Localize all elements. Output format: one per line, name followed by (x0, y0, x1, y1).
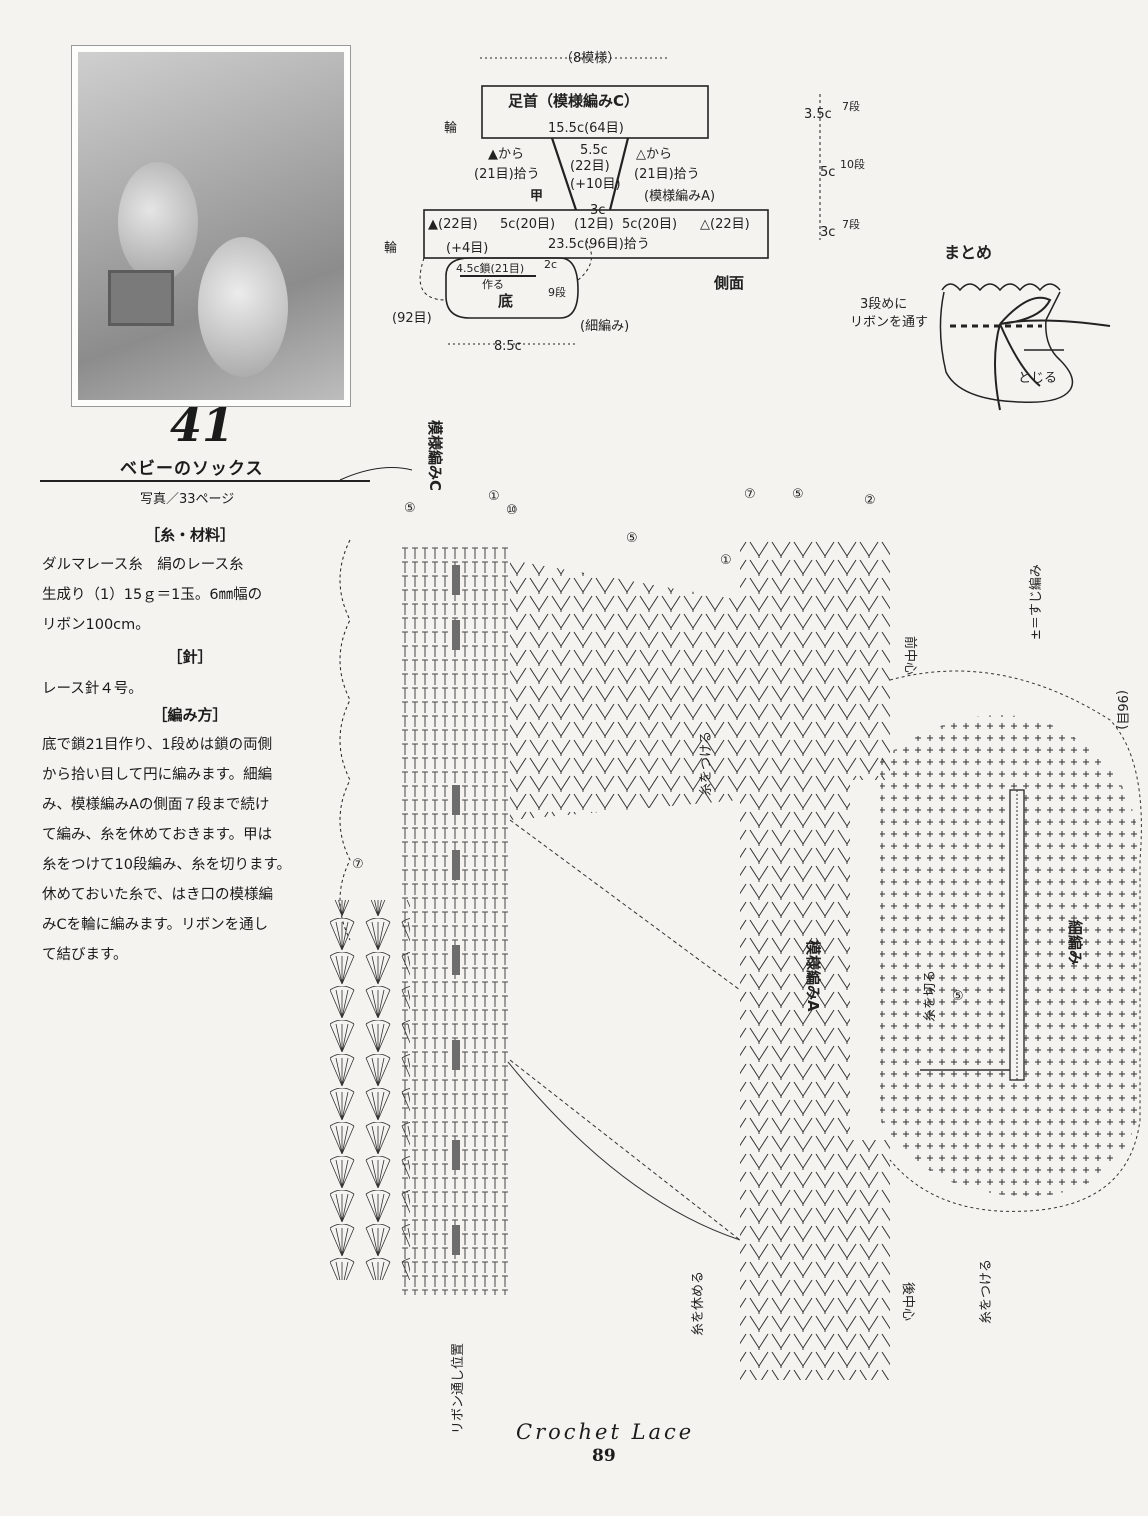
plus10-label: (+10目) (570, 177, 621, 192)
stitches-96-label: (96目) (1114, 690, 1129, 730)
height1-rows-label: 7段 (842, 99, 860, 113)
height3-rows-label: 7段 (842, 217, 860, 231)
ribbon-label-2: リボンを通す (850, 315, 928, 330)
make-label: 作る (482, 278, 504, 291)
ankle-width-label: 15.5c(64目) (548, 121, 624, 136)
chart-label-sc: 細編み (1066, 920, 1084, 965)
chart-label-c: 模様編みC (426, 420, 444, 491)
finishing-labels: まとめ 3段めに リボンを通す とじる (850, 243, 1057, 386)
ribbon-position-label: リボン通し位置 (451, 1343, 466, 1434)
schematic-labels: （8模様） 足首（模様編みC） 15.5c(64目) 輪 ▲から (21目)拾う… (384, 51, 865, 354)
chain-label: 4.5c鎖(21目) (456, 261, 524, 275)
left-pick-label: ▲から (488, 147, 524, 162)
row-marker-1: ① (720, 553, 732, 568)
sock-schematic (419, 57, 821, 345)
method-line: から拾い目して円に編みます。細編 (42, 767, 273, 783)
single-crochet-label: (細編み) (580, 318, 629, 334)
ring-label: 輪 (444, 120, 457, 136)
materials-text: ダルマレース糸 絹のレース糸 生成り（1）15ｇ＝1玉。6㎜幅の リボン100c… (42, 550, 362, 640)
sole-height-label: 2c (544, 258, 557, 271)
pattern-title: ベビーのソックス (120, 459, 264, 479)
row-marker-7: ⑦ (352, 857, 364, 872)
right-pick-label: △から (636, 147, 672, 162)
materials-heading: ［糸・材料］ (144, 526, 235, 544)
magazine-name: Crochet Lace (516, 1420, 695, 1444)
side-label: 側面 (713, 274, 744, 292)
row-marker-5: ⑤ (626, 531, 638, 546)
materials-line: ダルマレース糸 絹のレース糸 (42, 557, 244, 573)
method-line: 底で鎖21目作り、1段めは鎖の両側 (42, 737, 273, 753)
method-text: 底で鎖21目作り、1段めは鎖の両側 から拾い目して円に編みます。細編 み、模様編… (42, 730, 362, 970)
instep-label: 甲 (530, 189, 543, 204)
method-heading: ［編み方］ (152, 706, 228, 724)
needle-text: レース針４号。 (42, 681, 143, 697)
box-image (108, 270, 174, 326)
ribbon-label-1: 3段めに (860, 297, 907, 312)
sock-image-left (118, 162, 198, 282)
pattern-repeat-label: （8模様） (560, 51, 620, 66)
row-label-4: △(22目) (700, 217, 750, 232)
product-photo (72, 46, 350, 406)
method-line: て結びます。 (42, 947, 128, 963)
row-label-1: 5c(20目) (500, 217, 555, 232)
row-marker-5b: ⑤ (792, 487, 804, 502)
attach-yarn-label-2: 糸をつける (979, 1259, 994, 1324)
sole-rows-label: 9段 (548, 285, 566, 299)
cut-yarn-label: 糸を切る (923, 970, 938, 1022)
ankle-title: 足首（模様編みC） (508, 92, 639, 110)
close-label: とじる (1018, 371, 1057, 386)
sole-stitches-label: (92目) (392, 311, 432, 326)
sock-image-right (198, 237, 288, 377)
row-marker-2: ② (864, 493, 876, 508)
needle-heading: ［針］ (167, 648, 213, 666)
plus4-label: (+4目) (446, 241, 488, 256)
legend-label: ±＝すじ編み (1028, 564, 1044, 640)
center-stitches-label: (22目) (570, 159, 610, 174)
row-label-0: ▲(22目) (428, 217, 478, 232)
side-width-label: 23.5c(96目)拾う (548, 237, 650, 252)
height2-label: 5c (820, 165, 835, 180)
chart-label-a: 模様編みA (804, 940, 822, 1012)
attach-yarn-label: 糸をつける (699, 731, 714, 796)
row-marker-5-sole: ⑤ (952, 989, 964, 1004)
left-pick2-label: (21目)拾う (474, 167, 540, 182)
depth3-label: 3c (590, 203, 605, 218)
method-line: 糸をつけて10段編み、糸を切ります。 (42, 857, 291, 873)
row-label-2: (12目) (574, 217, 614, 232)
height3-label: 3c (820, 225, 835, 240)
method-line: 休めておいた糸で、はき口の模様編 (42, 887, 273, 903)
method-line: み、模様編みAの側面７段まで続け (42, 797, 270, 813)
crochet-chart (330, 467, 1142, 1380)
height1-label: 3.5c (804, 107, 832, 122)
row-marker-10-top: ⑩ (506, 503, 518, 518)
sole-width-label: 8.5c (494, 339, 522, 354)
row-marker-1-top: ① (488, 489, 500, 504)
finishing-sketch (939, 283, 1111, 411)
chart-labels: 模様編みC 模様編みA 細編み ⑤ ① ⑩ ⑤ ⑦ ① ② ⑦ ⑤ 前中心 後中… (352, 420, 1129, 1434)
page-number: 89 (592, 1446, 616, 1466)
method-line: て編み、糸を休めておきます。甲は (42, 827, 273, 843)
row-label-3: 5c(20目) (622, 217, 677, 232)
photo-reference: 写真／33ページ (140, 492, 235, 507)
method-line: みCを輪に編みます。リボンを通し (42, 917, 269, 933)
sole-label: 底 (498, 292, 513, 310)
right-pick2-label: (21目)拾う (634, 167, 700, 182)
front-center-label: 前中心 (902, 636, 918, 675)
row-marker-5-top: ⑤ (404, 501, 416, 516)
ring-label-2: 輪 (384, 240, 397, 256)
back-center-label: 後中心 (900, 1282, 915, 1321)
height2-rows-label: 10段 (840, 157, 865, 171)
title-divider (40, 480, 370, 482)
pattern-a-label: (模様編みA) (644, 188, 715, 204)
materials-line: リボン100cm。 (42, 617, 150, 633)
finish-title: まとめ (944, 243, 992, 262)
materials-line: 生成り（1）15ｇ＝1玉。6㎜幅の (42, 587, 263, 603)
row-marker-7b: ⑦ (744, 487, 756, 502)
pattern-number: 41 (170, 398, 235, 452)
rest-yarn-label: 糸を休める (691, 1271, 706, 1336)
center-width-label: 5.5c (580, 143, 608, 158)
